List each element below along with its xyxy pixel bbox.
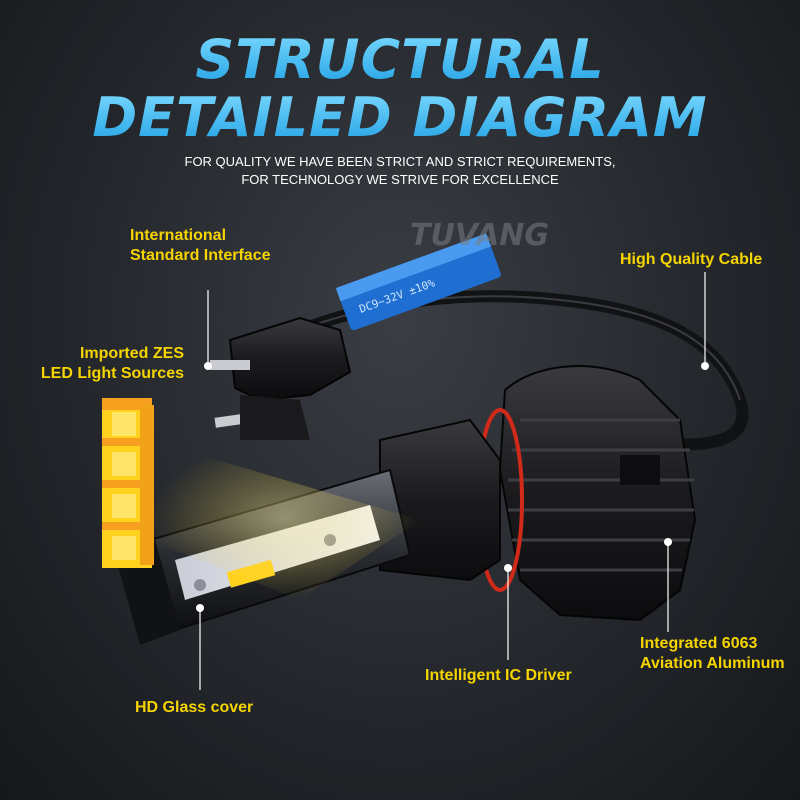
subtitle-line-1: FOR QUALITY WE HAVE BEEN STRICT AND STRI… [184,154,616,169]
label-glass: HD Glass cover [135,699,254,716]
leader-dots [196,362,709,612]
connector-plug [210,316,352,440]
label-interface-line2: Standard Interface [130,247,271,264]
title-line-1: STRUCTURAL [0,28,800,91]
label-cable: High Quality Cable [620,251,763,268]
label-led: Imported ZES LED Light Sources [22,344,184,384]
label-aluminum: Integrated 6063 Aviation Aluminum [640,634,785,674]
label-aluminum-line1: Integrated 6063 [640,635,758,652]
heat-sink [498,365,697,622]
subtitle-line-2: FOR TECHNOLOGY WE STRIVE FOR EXCELLENCE [241,172,559,187]
led-chip-closeup [102,398,420,600]
cable-tag: DC9~32V ±10% [335,233,501,331]
label-led-line2: LED Light Sources [40,365,184,382]
brand-watermark: TUVANG [410,218,549,253]
label-interface-line1: International [130,227,227,244]
title-line-2: DETAILED DIAGRAM [0,86,800,149]
leader-lines [199,272,706,690]
label-driver: Intelligent IC Driver [425,667,572,684]
label-led-line1: Imported ZES [79,345,184,362]
label-aluminum-line2: Aviation Aluminum [640,655,785,672]
bulb-collar [379,418,501,582]
label-interface: International Standard Interface [130,226,270,266]
